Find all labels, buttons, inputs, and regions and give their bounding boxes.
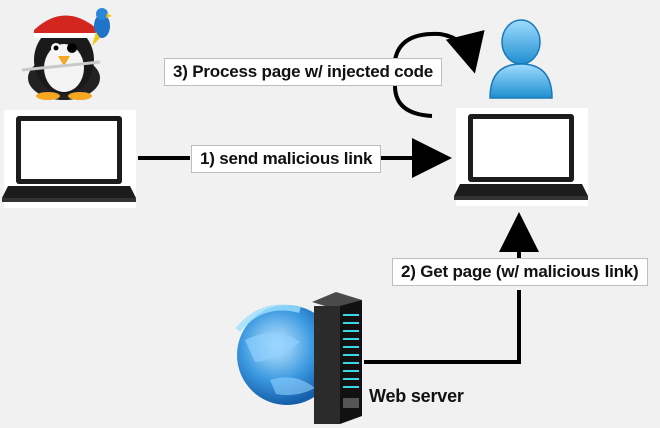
laptop-icon — [454, 108, 588, 206]
server-rack-icon — [312, 292, 362, 424]
arrow-get — [364, 212, 539, 364]
laptop-icon — [2, 110, 136, 208]
arrow-process-loop — [393, 29, 485, 118]
step-get-label: 2) Get page (w/ malicious link) — [392, 258, 648, 286]
step-send-label: 1) send malicious link — [191, 145, 382, 173]
user-icon — [489, 19, 553, 99]
web-server-label: Web server — [369, 386, 464, 406]
step-process-label: 3) Process page w/ injected code — [164, 58, 443, 86]
globe-icon — [235, 304, 337, 405]
pirate-penguin-icon — [21, 8, 112, 100]
